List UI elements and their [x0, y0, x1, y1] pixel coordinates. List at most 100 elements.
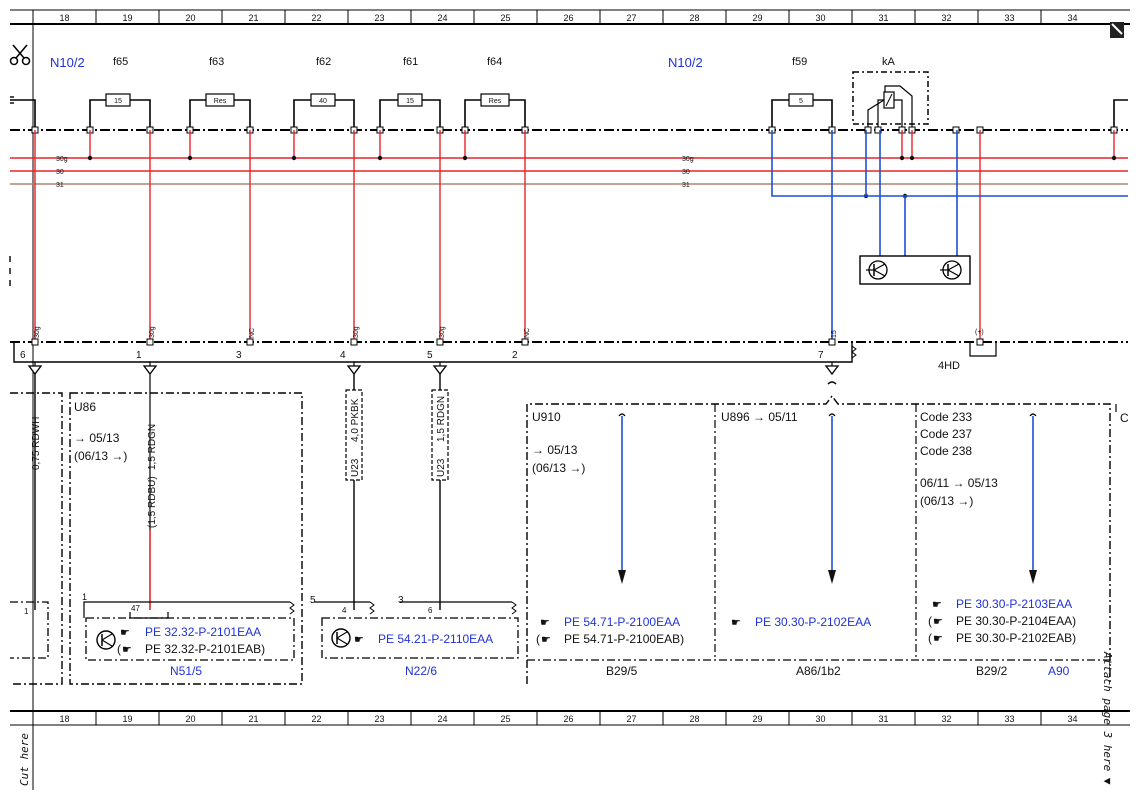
page-corner-icon [1110, 22, 1124, 38]
component-n22-6: N22/6 [405, 664, 437, 678]
b29-5-ref2[interactable]: PE 54.71-P-2100EAB) [564, 632, 684, 646]
ruler-column-18: 18 [59, 13, 69, 23]
pin-signal-8: (+) [975, 329, 984, 336]
pin-signal-6: NC [524, 328, 531, 338]
attach-page-label: Attach page 3 here ▼ [1101, 651, 1114, 785]
b29-2-ref3[interactable]: PE 30.30-P-2102EAB) [956, 631, 1076, 645]
ruler-column-29: 29 [752, 714, 762, 724]
ruler-column-19: 19 [122, 714, 132, 724]
cut-here-label: Cut here [18, 733, 31, 786]
n22-pin-a: 4 [342, 606, 347, 615]
u23-boxes [345, 389, 449, 481]
fuse-label-f61: f61 [403, 56, 418, 68]
fuse-label-f59: f59 [792, 56, 807, 68]
section-a86-1b2: U896 → 05/11 ☛ PE 30.30-P-2102EAA A86/1b… [721, 410, 871, 678]
fuse-boxes [105, 93, 814, 107]
fuse-rating-f64: Res [489, 98, 502, 105]
b29-2-ref3-prefix: ( [928, 631, 932, 645]
pin-signal-2: 30g [149, 326, 156, 338]
relay-label: kA [882, 56, 896, 68]
b29-2-ref2[interactable]: PE 30.30-P-2104EAA) [956, 614, 1076, 628]
ruler-column-23: 23 [374, 13, 384, 23]
ruler-column-20: 20 [185, 13, 195, 23]
blue-signal-arrows [621, 416, 1034, 572]
module-label-right: N10/2 [668, 55, 703, 70]
a86-ref[interactable]: PE 30.30-P-2102EAA [755, 615, 871, 629]
n22-ref[interactable]: PE 54.21-P-2110EAA [378, 632, 493, 646]
hand-pointer-icon: ☛ [541, 634, 551, 646]
connector-arrows [27, 365, 840, 376]
left-partial-box: 1 [10, 392, 63, 685]
fuse-label-f64: f64 [487, 56, 502, 68]
wire-label-3-u23: U23 [350, 458, 361, 477]
u86-date2: (06/13 →) [74, 449, 127, 463]
rail-label-30-left: 30 [56, 169, 64, 176]
conn-pin-4: 4 [340, 350, 346, 361]
component-n51-5: N51/5 [170, 664, 202, 678]
transistor-module [859, 255, 971, 285]
rail-label-30g-left: 30g [56, 156, 68, 163]
fuse-rating-f65: 15 [114, 98, 122, 105]
ruler-column-28: 28 [689, 714, 699, 724]
section-b29-5: U910 → 05/13 (06/13 →) ☛ PE 54.71-P-2100… [532, 410, 684, 678]
rail-label-31-left: 31 [56, 182, 64, 189]
ruler-column-22: 22 [311, 13, 321, 23]
ruler-column-33: 33 [1004, 13, 1014, 23]
ruler-column-31: 31 [878, 714, 888, 724]
hand-pointer-icon: ☛ [933, 633, 943, 645]
wire-label-3: 4,0 PKBK [350, 398, 361, 442]
ruler-column-28: 28 [689, 13, 699, 23]
group-box-a90: C [526, 394, 1129, 684]
relay-ka [852, 71, 929, 130]
conn-pin-7: 7 [818, 350, 824, 361]
connector-4hd: 4HD [13, 342, 997, 372]
u86-code: U86 [74, 400, 96, 414]
pin-signal-1: 30g [34, 326, 41, 338]
ruler-column-30: 30 [815, 714, 825, 724]
ruler-column-27: 27 [626, 13, 636, 23]
ruler-column-32: 32 [941, 13, 951, 23]
ruler-column-27: 27 [626, 714, 636, 724]
u86-ref1[interactable]: PE 32.32-P-2101EAA [145, 625, 261, 639]
hand-pointer-icon: ☛ [540, 617, 550, 629]
hand-pointer-icon: ☛ [354, 634, 364, 646]
box-n51-5: U86 → 05/13 (06/13 →) 1 47 ☛ PE 32.32-P-… [69, 392, 303, 685]
n22-pin-b: 6 [428, 606, 433, 615]
conn-pin-5: 5 [427, 350, 433, 361]
junction-dots [87, 155, 1117, 199]
u86-pin: 47 [131, 604, 140, 613]
wire-label-4-u23: U23 [436, 458, 447, 477]
u86-ref2[interactable]: PE 32.32-P-2101EAB) [145, 642, 265, 656]
hand-pointer-icon: ☛ [932, 599, 942, 611]
wire-label-4: 1,5 RDGN [436, 396, 447, 442]
ruler-column-31: 31 [878, 13, 888, 23]
group-label-a90: A90 [1048, 664, 1070, 678]
ruler-column-26: 26 [563, 13, 573, 23]
fuse-rating-f59: 5 [799, 98, 803, 105]
pin-signal-5: 30g [439, 326, 446, 338]
ruler-column-25: 25 [500, 13, 510, 23]
hand-pointer-icon: ☛ [122, 644, 132, 656]
n22-pin-b-outer: 3 [398, 595, 404, 606]
b29-2-code1: Code 233 [920, 410, 972, 424]
b29-2-date1: 06/11 → 05/13 [920, 476, 998, 490]
section-b29-2: Code 233 Code 237 Code 238 06/11 → 05/13… [920, 410, 1076, 678]
conn-pin-1: 1 [136, 350, 142, 361]
rail-label-30-right: 30 [682, 169, 690, 176]
b29-2-ref2-prefix: ( [928, 614, 932, 628]
ruler-column-33: 33 [1004, 714, 1014, 724]
fuse-label-f63: f63 [209, 56, 224, 68]
b29-5-ref1[interactable]: PE 54.71-P-2100EAA [564, 615, 680, 629]
pin-signal-3: NC [249, 328, 256, 338]
b29-2-code3: Code 238 [920, 444, 972, 458]
component-a86-1b2: A86/1b2 [796, 664, 841, 678]
sensor-icon [96, 630, 116, 650]
b29-2-ref1[interactable]: PE 30.30-P-2103EAA [956, 597, 1072, 611]
u86-outer-pin: 1 [82, 592, 87, 602]
ruler-column-26: 26 [563, 714, 573, 724]
left-edge-marks [9, 96, 14, 286]
ruler-column-23: 23 [374, 714, 384, 724]
b29-5-date1: → 05/13 [532, 443, 578, 457]
